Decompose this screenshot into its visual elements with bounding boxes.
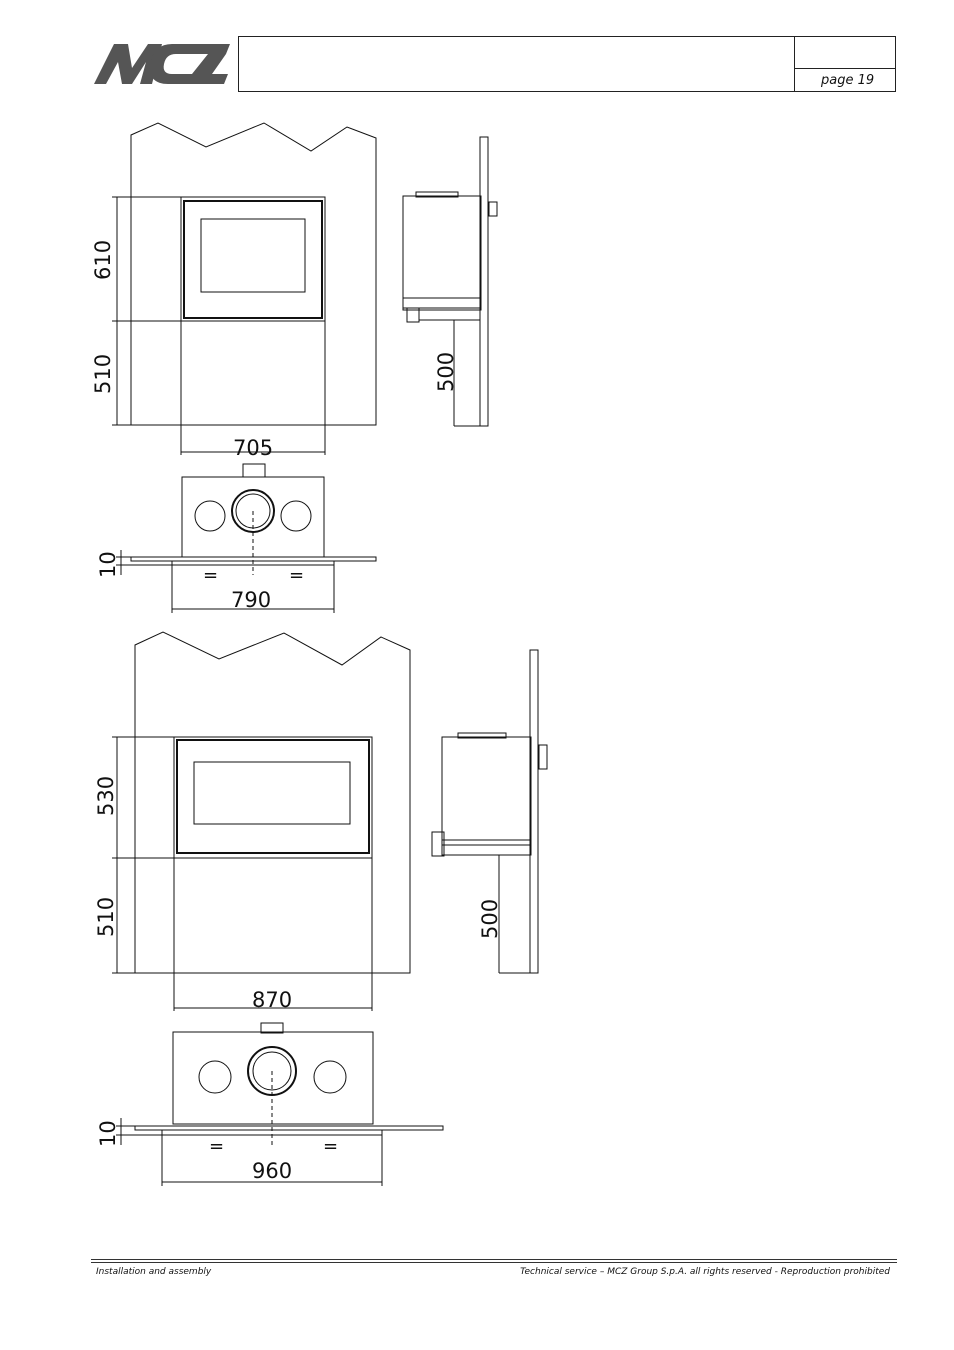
side-body-bottom: [441, 736, 532, 846]
fireplace-glass-top: [200, 218, 306, 293]
footer-right-text: Technical service – MCZ Group S.p.A. all…: [520, 1267, 890, 1277]
fireplace-front-frame-bottom: [173, 736, 373, 859]
dim-side-height-bottom: 500: [478, 899, 502, 939]
footer-line-2: [91, 1262, 897, 1263]
equal-left-top: =: [203, 565, 218, 586]
dimension-labels: 610 510 500 705 10 = = 790 530 510 500 8…: [91, 240, 502, 1183]
fireplace-door-top: [183, 200, 323, 319]
side-body-top: [402, 195, 482, 309]
dim-height-upper-top: 610: [91, 240, 115, 280]
page-number: page 19: [821, 73, 875, 88]
dim-height-lower-bottom: 510: [94, 897, 118, 937]
equal-left-bottom: =: [209, 1136, 224, 1157]
mcz-logo: [94, 44, 230, 84]
dim-width-front-bottom: 870: [252, 988, 292, 1012]
header-divider: [794, 37, 795, 91]
wall-outline-top: [130, 122, 377, 426]
dim-top-depth-top: 10: [96, 551, 120, 578]
equal-right-bottom: =: [323, 1136, 338, 1157]
side-panel-top: [479, 136, 489, 427]
top-view-body-bottom: [172, 1031, 374, 1125]
dim-top-depth-bottom: 10: [96, 1120, 120, 1147]
dim-width-front-top: 705: [233, 436, 273, 460]
footer-line: [91, 1259, 897, 1260]
equal-right-top: =: [289, 565, 304, 586]
fireplace-glass-bottom: [193, 761, 351, 825]
footer-left-text: Installation and assembly: [96, 1267, 212, 1277]
header-hline: [794, 68, 895, 69]
dim-side-height-top: 500: [434, 352, 458, 392]
dim-height-upper-bottom: 530: [94, 776, 118, 816]
dim-top-width-bottom: 960: [252, 1159, 292, 1183]
side-panel-bottom: [529, 649, 539, 974]
dim-height-lower-top: 510: [91, 354, 115, 394]
fireplace-front-frame-top: [180, 196, 326, 322]
header-box: page 19: [238, 36, 896, 92]
technical-drawings: [112, 122, 548, 1186]
wall-outline-bottom: [134, 631, 411, 974]
fireplace-door-bottom: [176, 739, 370, 854]
dim-top-width-top: 790: [231, 588, 271, 612]
